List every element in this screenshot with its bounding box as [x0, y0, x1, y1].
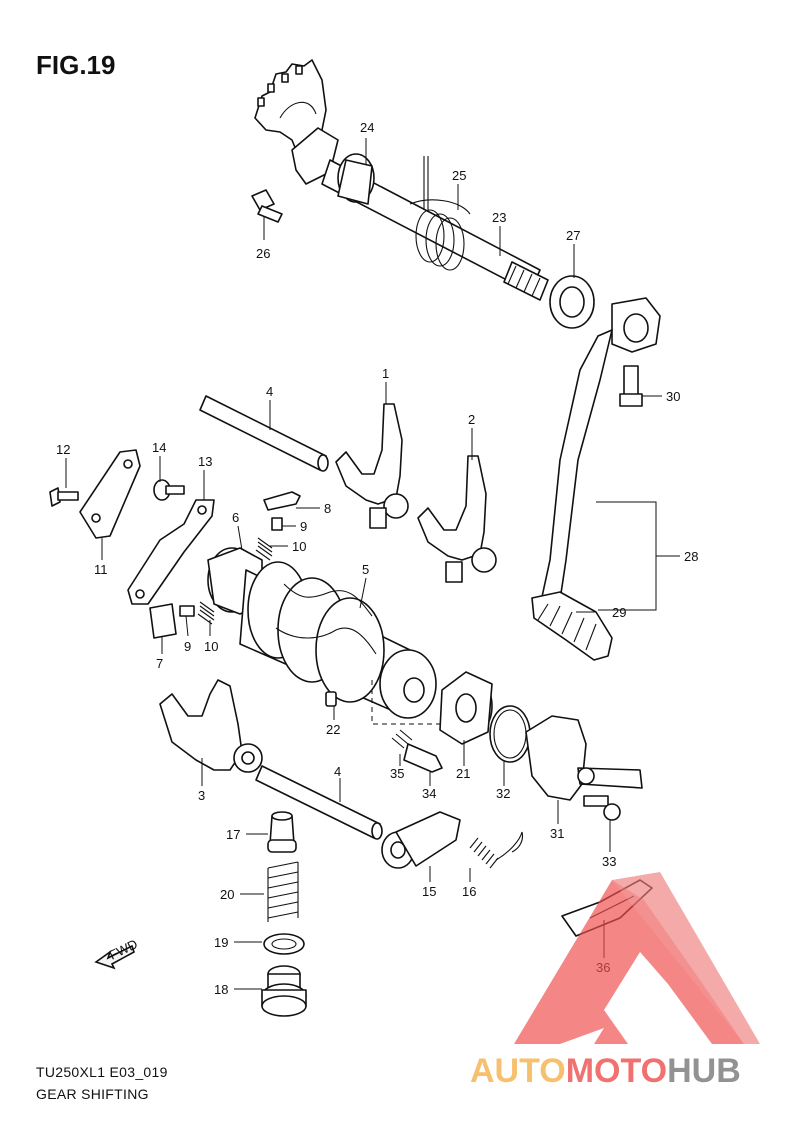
shift-fork-2	[417, 455, 497, 583]
callout-12: 12	[56, 442, 70, 457]
shift-fork-3	[159, 679, 263, 773]
callout-24: 24	[360, 120, 374, 135]
callout-5: 5	[362, 562, 369, 577]
callout-6: 6	[232, 510, 239, 525]
callout-10-lower: 10	[204, 639, 218, 654]
callout-19: 19	[214, 935, 228, 950]
callout-15: 15	[422, 884, 436, 899]
callout-9-lower: 9	[184, 639, 191, 654]
callout-21: 21	[456, 766, 470, 781]
section-name: GEAR SHIFTING	[36, 1086, 149, 1102]
callout-26: 26	[256, 246, 270, 261]
cam-guide-21	[439, 671, 493, 745]
leader-lines	[65, 138, 662, 990]
callout-35: 35	[390, 766, 404, 781]
callout-32: 32	[496, 786, 510, 801]
callout-18: 18	[214, 982, 228, 997]
callout-11: 11	[94, 562, 108, 577]
callout-4-upper: 4	[266, 384, 273, 399]
o-ring-32	[489, 705, 531, 763]
callout-17: 17	[226, 827, 240, 842]
callout-31: 31	[550, 826, 564, 841]
cam-stopper-parts	[149, 491, 301, 639]
callout-4-lower: 4	[334, 764, 341, 779]
callout-34: 34	[422, 786, 436, 801]
callout-7: 7	[156, 656, 163, 671]
svg-text:AUTOMOTOHUB: AUTOMOTOHUB	[470, 1052, 741, 1090]
shift-cover-31	[525, 715, 643, 821]
spring-16	[469, 831, 524, 869]
callout-33: 33	[602, 854, 616, 869]
callout-14: 14	[152, 440, 166, 455]
stopper-plates	[49, 449, 215, 605]
assembly-line	[371, 680, 470, 725]
pin-22	[325, 691, 337, 707]
fork-shaft-4-upper	[199, 395, 327, 471]
fwd-direction-icon: FWD	[94, 936, 140, 970]
callout-8: 8	[324, 501, 331, 516]
model-code: TU250XL1 E03_019	[36, 1064, 168, 1080]
watermark-logo: AUTOMOTOHUB	[470, 872, 760, 1090]
callout-16: 16	[462, 884, 476, 899]
gearshift-lever-28	[531, 297, 680, 661]
callout-9-upper: 9	[300, 519, 307, 534]
callout-29: 29	[612, 605, 626, 620]
bolt-26	[251, 189, 283, 223]
gear-shift-arm-15	[381, 811, 461, 869]
callout-10-upper: 10	[292, 539, 306, 554]
callout-labels: 24 25 23 27 26 1 2 4 30 12 14 13 8 6 9 1…	[56, 120, 698, 997]
callout-13: 13	[198, 454, 212, 469]
cam-pin-35-34	[391, 729, 443, 773]
callout-1: 1	[382, 366, 389, 381]
callout-23: 23	[492, 210, 506, 225]
callout-3: 3	[198, 788, 205, 803]
neutral-detent-stack	[261, 811, 307, 1017]
gearshift-cam-5	[207, 547, 437, 719]
callout-30: 30	[666, 389, 680, 404]
shift-fork-1	[335, 403, 409, 529]
callout-20: 20	[220, 887, 234, 902]
callout-28: 28	[684, 549, 698, 564]
return-spring-25	[409, 156, 471, 271]
callout-22: 22	[326, 722, 340, 737]
gear-shift-shaft-assembly	[251, 59, 595, 329]
figure-title: FIG.19	[36, 50, 116, 80]
callout-27: 27	[566, 228, 580, 243]
callout-2: 2	[468, 412, 475, 427]
callout-25: 25	[452, 168, 466, 183]
